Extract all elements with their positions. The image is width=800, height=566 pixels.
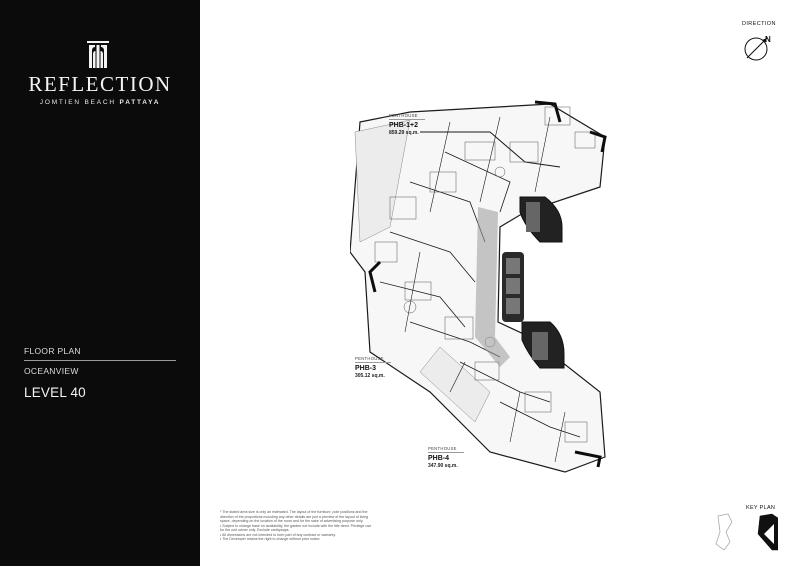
- brand-location-city: PATTAYA: [119, 99, 161, 106]
- interior-walls: [379, 116, 581, 463]
- compass-icon: N: [744, 35, 771, 61]
- note-line: • Subject to change base on availability…: [220, 523, 372, 528]
- unit-area: 305.12 sq.m.: [355, 373, 385, 379]
- note-line: * The stated area size is only an estima…: [220, 510, 368, 514]
- brand-name: REFLECTION: [28, 72, 172, 96]
- unit-caption: PENTHOUSE: [389, 113, 425, 120]
- reflection-logo-icon: [87, 41, 109, 68]
- note-line: direction of the proportions including a…: [220, 514, 369, 519]
- brand-sidebar: REFLECTION JOMTIEN BEACH PATTAYA FLOOR P…: [0, 0, 200, 566]
- view-label: OCEANVIEW: [24, 366, 79, 376]
- unit-caption: PENTHOUSE: [428, 446, 464, 453]
- unit-label-phb-4: PENTHOUSE PHB-4 347.90 sq.m.: [428, 446, 464, 469]
- unit-label-phb-1-2: PENTHOUSE PHB-1+2 859.29 sq.m.: [389, 113, 425, 136]
- note-line: • The Developer retains the right to cha…: [220, 537, 321, 541]
- floor-plan-drawing: [350, 100, 607, 473]
- furniture: [374, 106, 596, 443]
- key-plan-label: KEY PLAN: [746, 505, 776, 511]
- note-line: space, depending on the location of the …: [220, 519, 364, 523]
- unit-label-phb-3: PENTHOUSE PHB-3 305.12 sq.m.: [355, 356, 391, 379]
- disclaimer-notes: * The stated area size is only an estima…: [220, 510, 420, 542]
- brand-location: JOMTIEN BEACH PATTAYA: [0, 99, 200, 106]
- unit-code: PHB-1+2: [389, 122, 418, 129]
- unit-caption: PENTHOUSE: [355, 356, 391, 363]
- compass-north: N: [765, 35, 771, 44]
- service-cores: [502, 196, 565, 369]
- brand-location-area: JOMTIEN BEACH: [39, 99, 116, 106]
- lobby-corridor: [475, 207, 510, 367]
- level-label: LEVEL 40: [24, 385, 86, 400]
- note-line: • All dimensions are not intended to for…: [220, 532, 336, 537]
- unit-area: 859.29 sq.m.: [389, 130, 419, 136]
- key-plan-diagram: [715, 513, 778, 551]
- unit-area: 347.90 sq.m.: [428, 463, 458, 469]
- direction-label: DIRECTION: [742, 21, 776, 27]
- unit-code: PHB-3: [355, 365, 377, 372]
- unit-code: PHB-4: [428, 455, 450, 462]
- note-line: for the unit owner only. Exclude vanityw…: [220, 528, 290, 532]
- structure-walls: [368, 100, 607, 468]
- floor-plan-label: FLOOR PLAN: [24, 346, 81, 356]
- divider: [24, 360, 176, 361]
